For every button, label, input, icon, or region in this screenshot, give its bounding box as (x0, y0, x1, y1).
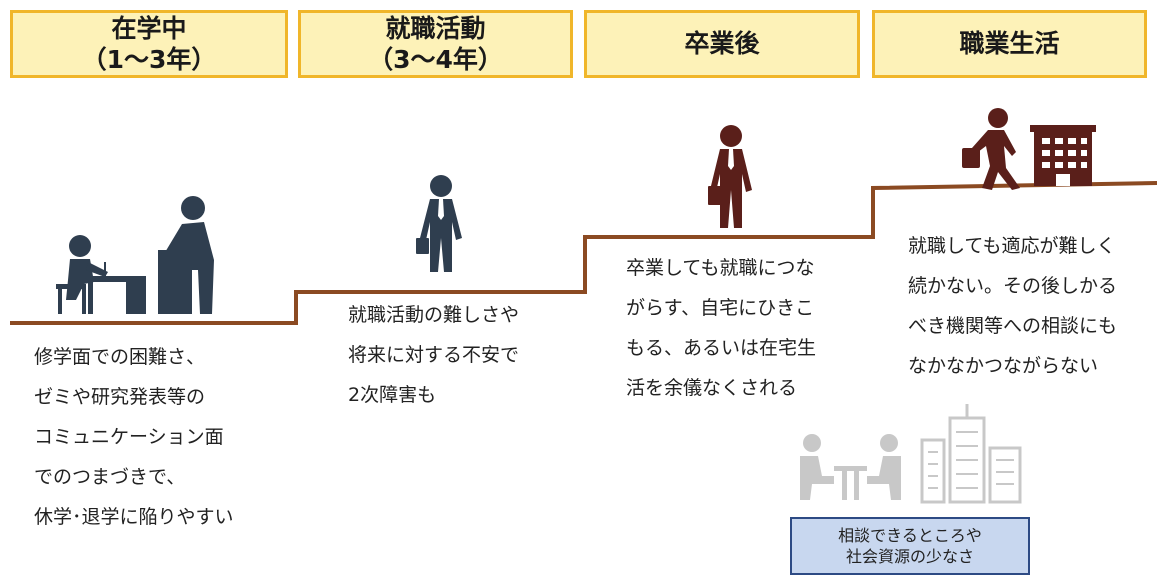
stage-title: 在学中 (111, 13, 187, 43)
stage-box-after-graduation: 卒業後 (584, 10, 860, 78)
staircase-line (10, 181, 1157, 325)
stage-subtitle: （3～4年） (368, 45, 503, 74)
stage-box-working-life: 職業生活 (872, 10, 1147, 78)
description-after-graduation: 卒業しても就職につな がらす、自宅にひきこ もる、あるいは在宅生 活を余儀なくさ… (626, 257, 817, 399)
city-buildings-icon (920, 404, 1022, 504)
stage-title: 職業生活 (959, 29, 1060, 59)
teacher-icon (158, 196, 214, 314)
student-at-desk-icon (56, 235, 146, 314)
stage-title: 就職活動 (385, 13, 486, 43)
walking-worker-icon (962, 108, 1020, 190)
resource-shortage-note: 相談できるところや 社会資源の少なさ (790, 517, 1030, 575)
consultation-meeting-icon (800, 434, 901, 500)
stage-box-enrolled: 在学中 （1～3年） (10, 10, 288, 78)
stage-box-job-hunting: 就職活動 （3～4年） (298, 10, 573, 78)
description-working-life: 就職しても適応が難しく 続かない。その後しかる べき機関等への相談にも なかなか… (908, 235, 1118, 377)
job-seeker-figure-icon (416, 175, 462, 272)
description-job-hunting: 就職活動の難しさや 将来に対する不安で 2次障害も (348, 304, 520, 406)
office-building-icon (1030, 125, 1096, 186)
stage-title: 卒業後 (684, 29, 760, 59)
stage-subtitle: （1～3年） (81, 45, 217, 74)
graduate-figure-icon (708, 125, 752, 228)
description-enrolled: 修学面での困難さ、 ゼミや研究発表等の コミュニケーション面 でのつまづきで、 … (34, 346, 234, 528)
